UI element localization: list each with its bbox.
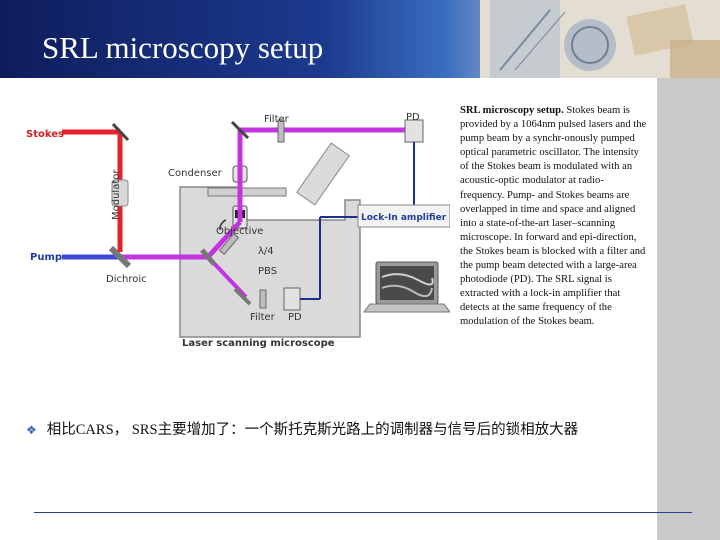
microscope-label: Laser scanning microscope bbox=[182, 338, 335, 349]
bullet-text: 相比CARS， SRS主要增加了：一个斯托克斯光路上的调制器与信号后的锁相放大器 bbox=[46, 422, 579, 438]
banner-decoration bbox=[480, 0, 720, 78]
bottom-filter bbox=[259, 289, 267, 309]
modulator-label: Modulator bbox=[111, 169, 122, 220]
pbs-label: PBS bbox=[258, 266, 277, 277]
slide-title: SRL microscopy setup bbox=[42, 30, 324, 65]
diamond-bullet-icon: ❖ bbox=[26, 423, 37, 437]
stokes-label: Stokes bbox=[26, 129, 64, 140]
objective-label: Objective bbox=[216, 226, 263, 237]
right-side-bar bbox=[657, 78, 720, 540]
pbs-mirror bbox=[200, 248, 216, 266]
microscope-arm bbox=[296, 142, 350, 206]
title-banner: SRL microscopy setup bbox=[0, 0, 720, 78]
filter-top-label: Filter bbox=[264, 114, 290, 125]
condenser-label: Condenser bbox=[168, 168, 223, 179]
pd-top-label: PD bbox=[406, 112, 420, 123]
footer-rule bbox=[34, 512, 692, 513]
lambda4-label: λ/4 bbox=[258, 246, 274, 257]
top-filter bbox=[277, 119, 285, 143]
bottom-pd-detector bbox=[283, 287, 301, 311]
dichroic-mirror bbox=[108, 245, 132, 269]
caption-body: Stokes beam is provided by a 1064nm puls… bbox=[460, 105, 647, 328]
scan-rotation-arrow bbox=[219, 219, 227, 231]
filter-bottom-label: Filter bbox=[250, 312, 276, 323]
pump-label: Pump bbox=[30, 252, 62, 263]
dichroic-label: Dichroic bbox=[106, 274, 147, 285]
figure-caption: SRL microscopy setup. Stokes beam is pro… bbox=[460, 104, 648, 330]
srl-setup-diagram: Stokes Pump Dichroic Modulator Filter PD… bbox=[20, 102, 451, 362]
modulator-icon bbox=[111, 179, 129, 207]
bottom-filter-mirror bbox=[233, 287, 252, 306]
top-mirror bbox=[230, 120, 250, 140]
laptop-icon bbox=[363, 261, 451, 313]
stokes-mirror bbox=[111, 122, 130, 142]
setup-diagram-svg: Stokes Pump Dichroic Modulator Filter PD… bbox=[26, 112, 451, 349]
pd-bottom-label: PD bbox=[288, 312, 302, 323]
bullet-point: ❖ 相比CARS， SRS主要增加了：一个斯托克斯光路上的调制器与信号后的锁相放大… bbox=[26, 418, 578, 439]
lockin-label: Lock-In amplifier bbox=[361, 213, 447, 223]
top-pd-detector bbox=[404, 119, 424, 143]
microscope-stage bbox=[207, 187, 287, 197]
lambda4-plate bbox=[218, 232, 240, 256]
caption-lead: SRL microscopy setup. bbox=[460, 105, 564, 116]
